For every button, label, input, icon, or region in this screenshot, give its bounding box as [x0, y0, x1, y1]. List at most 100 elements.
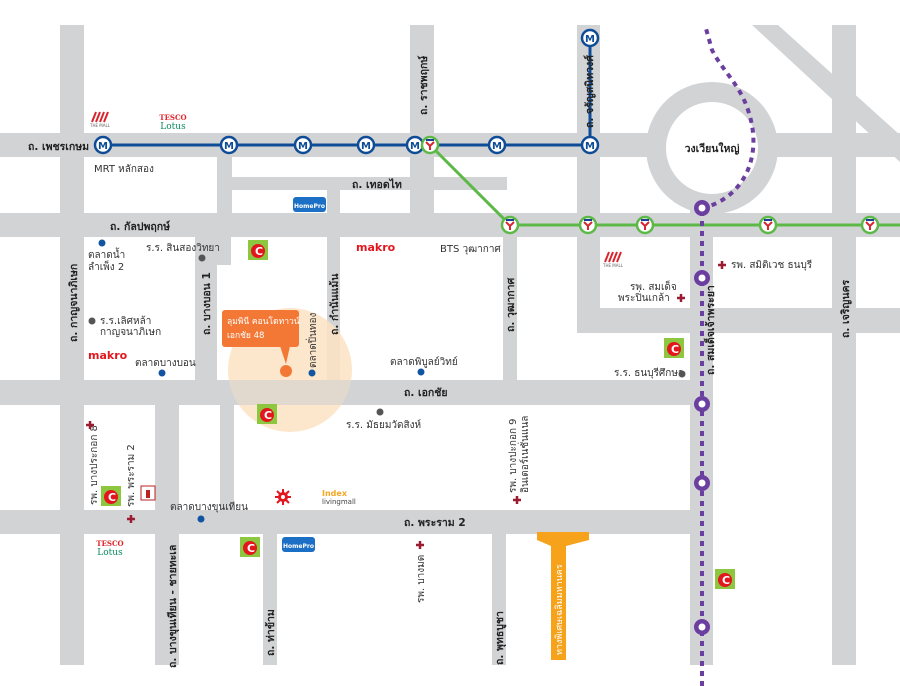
mrt-station-icon: M: [293, 135, 313, 155]
makro-logo: makro: [356, 241, 396, 254]
purple-line-station-icon: [694, 270, 710, 286]
mrt-station-icon: M: [487, 135, 507, 155]
label-bangpakok-8: รพ. บางประกอก 8: [89, 425, 100, 505]
index-livingmall-logo: Index livingmall: [322, 489, 356, 506]
label-lertla-school-2: กาญจนาภิเษก: [100, 327, 161, 338]
expressway-marker: ทางพิเศษเฉลิมมหานคร: [537, 532, 589, 660]
label-bangpakok-9: รพ. บางปะกอก 9: [508, 418, 519, 493]
svg-text:C: C: [722, 574, 730, 587]
label-bang-bon-market: ตลาดบางบอน: [135, 358, 196, 369]
mrt-station-icon: M: [219, 135, 239, 155]
project-name-line2: เอกชัย 48: [227, 331, 264, 341]
road-connector: [217, 157, 232, 213]
label-rama-2: ถ. พระราม 2: [404, 517, 466, 529]
road-charoen-nakhon: [832, 25, 856, 665]
label-phetkasem: ถ. เพชรเกษม: [28, 141, 89, 153]
label-bang-khun-thian: ถ. บางขุนเทียน - ชายทะเล: [166, 545, 180, 668]
label-sin-song-school: ร.ร. สินสองวิทยา: [146, 243, 220, 254]
label-ekkachai: ถ. เอกชัย: [404, 387, 448, 399]
market-dot: [98, 239, 106, 247]
road-kanchanaphisek: [60, 25, 84, 665]
market-dot: [308, 369, 316, 377]
label-somdet-chaophraya: ถ. สมเด็จเจ้าพระยา: [703, 285, 717, 375]
road-diagonal: [752, 25, 900, 162]
label-lertla-school: ร.ร.เลิศหล้า: [100, 315, 151, 327]
label-phutthabucha: ถ. พุทธบูชา: [494, 611, 507, 665]
label-bangpakok-9-2: อินเตอร์เนชั่นแนล: [517, 416, 531, 493]
svg-text:M: M: [98, 141, 108, 152]
project-location-pin[interactable]: [280, 365, 292, 377]
label-kanchanaphisek: ถ. กาญจนาภิเษก: [68, 264, 80, 342]
svg-text:C: C: [671, 343, 679, 356]
label-pin-thong-market: ตลาดปิ่นทอง: [305, 312, 319, 368]
svg-text:C: C: [255, 245, 263, 258]
the-mall-logo: THE MALL: [89, 111, 111, 128]
svg-text:M: M: [298, 141, 308, 152]
label-bts-wutthakat: BTS วุฒากาศ: [440, 244, 501, 255]
market-dot: [417, 368, 425, 376]
svg-text:TESCO: TESCO: [96, 539, 123, 548]
label-tha-kham: ถ. ท่าข้าม: [264, 609, 277, 656]
svg-text:HomePro: HomePro: [283, 543, 314, 550]
road-wutthakat: [503, 237, 517, 380]
label-wat-sing-school: ร.ร. มัธยมวัดสิงห์: [346, 419, 421, 431]
purple-line: [694, 24, 756, 686]
homepro-logo: HomePro: [293, 197, 326, 212]
bts-line: [420, 135, 900, 235]
label-expressway: ทางพิเศษเฉลิมมหานคร: [554, 564, 565, 655]
road-bang-bon-1: [195, 262, 217, 380]
bts-station-icon: [635, 215, 655, 235]
market-dot: [197, 515, 205, 523]
svg-text:M: M: [585, 34, 595, 45]
svg-text:TESCO: TESCO: [159, 113, 186, 122]
road-thoet-thai: [217, 177, 507, 190]
big-c-logo: C: [257, 404, 277, 424]
label-ratchaphruek: ถ. ราชพฤกษ์: [417, 56, 430, 115]
label-samitivej: รพ. สมิติเวช ธนบุรี: [731, 259, 813, 271]
label-bang-khun-thian-market: ตลาดบางขุนเทียน: [170, 501, 248, 513]
bts-station-icon: [500, 215, 520, 235]
road-ratchaphruek: [410, 25, 434, 237]
hospital-cross-icon: [86, 421, 94, 429]
bts-station-icon: [578, 215, 598, 235]
bts-station-icon: [860, 215, 880, 235]
svg-text:M: M: [585, 141, 595, 152]
svg-text:Lotus: Lotus: [97, 548, 123, 558]
label-rama2-hospital: รพ. พระราม 2: [126, 444, 137, 507]
label-pibul-market: ตลาดพิบูลย์วิทย์: [390, 356, 458, 368]
homepro-logo: HomePro: [282, 537, 315, 552]
svg-text:M: M: [492, 141, 502, 152]
bts-station-icon: [758, 215, 778, 235]
purple-line-station-icon: [694, 200, 710, 216]
big-c-logo: C: [664, 338, 684, 358]
big-c-logo: C: [240, 537, 260, 557]
road-network: [0, 25, 900, 665]
bts-station-icon: [420, 135, 440, 155]
svg-text:Index: Index: [322, 489, 348, 498]
project-callout: ลุมพินี คอนโดทาวน์ เอกชัย 48: [222, 310, 300, 377]
svg-text:THE MALL: THE MALL: [89, 123, 111, 128]
label-charansanitwong: ถ. จรัญสนิทวงศ์: [583, 55, 596, 128]
mrt-station-icon: M: [580, 135, 600, 155]
road-bang-khun-thian: [155, 405, 179, 665]
tesco-lotus-logo: TESCO Lotus: [159, 113, 186, 132]
school-dot: [88, 317, 96, 325]
big-c-logo: C: [715, 569, 735, 589]
purple-line-station-icon: [694, 396, 710, 412]
big-c-logo: C: [101, 486, 121, 506]
big-c-logo: C: [248, 240, 268, 260]
label-floating-market: ตลาดน้ำ: [88, 247, 125, 261]
tesco-lotus-logo: TESCO Lotus: [96, 539, 123, 558]
road-ekkachai-overlay: [0, 380, 713, 405]
label-bangmod: รพ. บางมด: [416, 555, 427, 603]
svg-text:THE MALL: THE MALL: [602, 263, 624, 268]
mrt-station-icon: M: [93, 135, 113, 155]
svg-text:C: C: [264, 409, 272, 422]
svg-text:livingmall: livingmall: [322, 498, 356, 506]
mrt-station-icon: M: [356, 135, 376, 155]
roundabout-center: [666, 102, 758, 194]
label-roundabout: วงเวียนใหญ่: [685, 141, 740, 155]
school-dot: [198, 254, 206, 262]
